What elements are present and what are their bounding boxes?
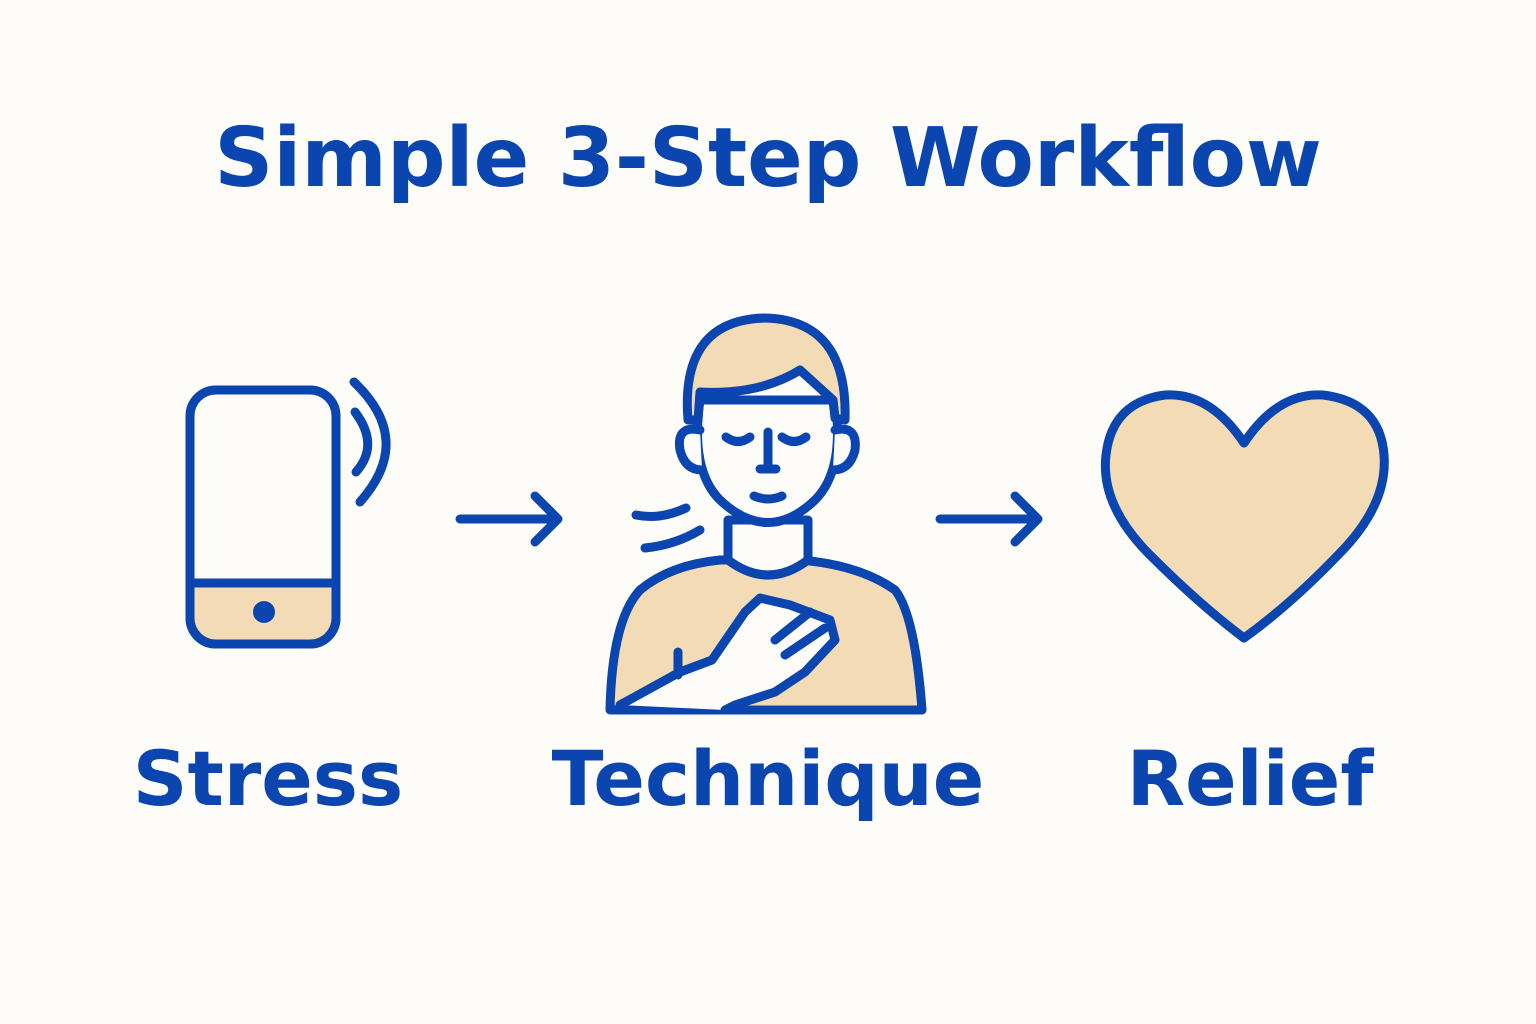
page-title: Simple 3-Step Workflow bbox=[214, 111, 1321, 206]
arrow-right-icon bbox=[455, 491, 563, 547]
vibrating-phone-icon bbox=[185, 377, 391, 649]
step-label-stress: Stress bbox=[133, 734, 404, 823]
arrow-right-icon bbox=[935, 491, 1043, 547]
step-label-technique: Technique bbox=[552, 734, 985, 823]
step-label-relief: Relief bbox=[1127, 734, 1375, 823]
heart-icon bbox=[1100, 390, 1389, 643]
breathing-person-icon bbox=[605, 313, 927, 715]
